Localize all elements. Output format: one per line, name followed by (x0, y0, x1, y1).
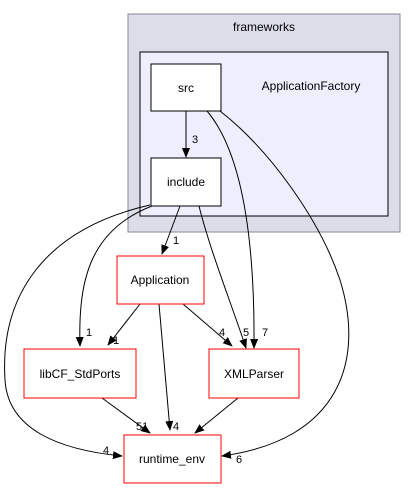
edge-application-libcf (107, 303, 141, 346)
edge-include-libcf (75, 205, 153, 347)
edge-application-xmlparser (182, 303, 233, 347)
edge-include-runtime (4, 204, 151, 460)
edge-label-libcf-runtime: 51 (136, 421, 148, 433)
node-src-label: src (178, 81, 194, 95)
node-runtime-env[interactable]: runtime_env (123, 434, 222, 484)
edge-label-include-libcf: 1 (86, 327, 92, 339)
edge-src-xmlparser (206, 110, 259, 349)
edge-label-src-xmlparser: 7 (262, 327, 268, 339)
edge-label-application-libcf: 1 (113, 335, 119, 347)
edge-include-application (161, 205, 181, 255)
edge-label-application-xmlparser: 4 (219, 327, 225, 339)
edge-xmlparser-runtime (194, 397, 239, 434)
edge-label-include-xmlparser: 5 (243, 327, 249, 339)
node-libcf-stdports[interactable]: libCF_StdPorts (23, 348, 137, 399)
node-src[interactable]: src (150, 63, 222, 112)
edge-application-runtime (158, 303, 174, 431)
node-runtime-env-box (123, 434, 222, 484)
node-libcf-stdports-label: libCF_StdPorts (40, 367, 121, 381)
edge-label-include-runtime: 4 (103, 445, 109, 457)
node-src-box (150, 63, 222, 112)
edge-libcf-runtime (101, 397, 151, 434)
node-xmlparser-label: XMLParser (224, 367, 284, 381)
cluster-applicationfactory-label: ApplicationFactory (262, 79, 361, 93)
node-include[interactable]: include (150, 157, 222, 207)
node-application-box (116, 255, 205, 305)
edge-include-xmlparser (198, 205, 247, 349)
node-include-label: include (167, 175, 205, 189)
edge-label-application-runtime: 4 (173, 421, 179, 433)
edges (4, 110, 350, 460)
edge-label-include-application: 1 (173, 235, 179, 247)
node-xmlparser[interactable]: XMLParser (208, 348, 300, 399)
node-xmlparser-box (208, 348, 300, 399)
node-runtime-env-label: runtime_env (139, 452, 205, 466)
cluster-frameworks-label: frameworks (233, 20, 295, 34)
edge-label-src-include: 3 (192, 134, 198, 146)
node-application[interactable]: Application (116, 255, 205, 305)
node-include-box (150, 157, 222, 207)
node-libcf-stdports-box (23, 348, 137, 399)
edge-src-runtime (219, 110, 350, 459)
edge-label-src-runtime: 6 (236, 454, 242, 466)
node-application-label: Application (131, 273, 190, 287)
